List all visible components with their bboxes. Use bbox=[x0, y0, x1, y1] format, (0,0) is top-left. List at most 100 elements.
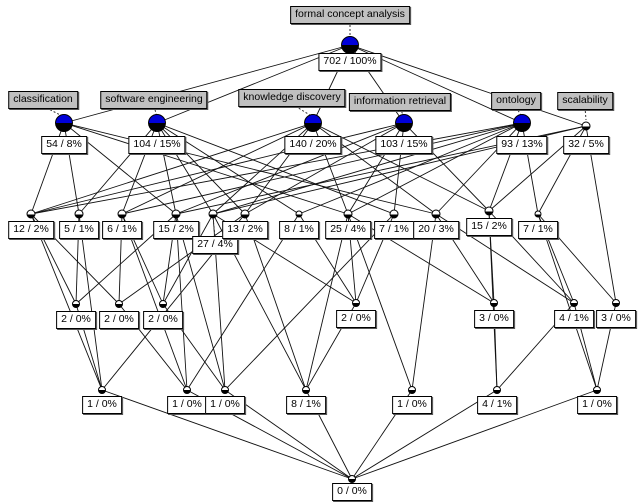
concept-node[interactable] bbox=[295, 210, 303, 218]
concept-count-label[interactable]: 7 / 1% bbox=[374, 221, 414, 239]
concept-node[interactable] bbox=[493, 386, 501, 394]
label-connector bbox=[212, 217, 216, 237]
node-extent-fill bbox=[73, 301, 79, 304]
concept-count-label[interactable]: 1 / 0% bbox=[392, 396, 432, 414]
concept-node[interactable] bbox=[304, 114, 322, 132]
concept-count-label[interactable]: 8 / 1% bbox=[279, 221, 319, 239]
node-extent-fill bbox=[296, 211, 302, 214]
concept-node[interactable] bbox=[513, 114, 531, 132]
concept-count-label[interactable]: 27 / 4% bbox=[192, 236, 238, 254]
concept-node[interactable] bbox=[183, 386, 191, 394]
concept-count-label[interactable]: 6 / 1% bbox=[102, 221, 142, 239]
concept-count-label[interactable]: 8 / 1% bbox=[286, 396, 326, 414]
concept-node[interactable] bbox=[484, 206, 494, 216]
attribute-label-scal[interactable]: scalability bbox=[557, 92, 613, 110]
concept-node[interactable] bbox=[341, 36, 359, 54]
concept-count-label[interactable]: 15 / 2% bbox=[466, 218, 512, 236]
concept-node[interactable] bbox=[240, 209, 250, 219]
concept-count-label[interactable]: 2 / 0% bbox=[99, 311, 139, 329]
lattice-edge bbox=[63, 122, 437, 215]
concept-node[interactable] bbox=[115, 300, 123, 308]
lattice-edge bbox=[162, 213, 214, 305]
attribute-label-kd[interactable]: knowledge discovery bbox=[238, 89, 346, 107]
concept-count-label[interactable]: 3 / 0% bbox=[596, 310, 636, 328]
concept-node[interactable] bbox=[534, 210, 542, 218]
concept-node[interactable] bbox=[431, 209, 441, 219]
concept-node[interactable] bbox=[593, 386, 601, 394]
concept-node[interactable] bbox=[570, 299, 578, 307]
lattice-edge bbox=[30, 122, 405, 215]
lattice-edge bbox=[411, 213, 437, 391]
concept-count-label[interactable]: 4 / 1% bbox=[554, 310, 594, 328]
node-extent-fill bbox=[160, 301, 166, 304]
concept-node[interactable] bbox=[55, 114, 73, 132]
concept-node[interactable] bbox=[348, 475, 356, 483]
concept-count-label[interactable]: 54 / 8% bbox=[41, 136, 87, 154]
concept-count-label[interactable]: 1 / 0% bbox=[577, 396, 617, 414]
concept-node[interactable] bbox=[490, 299, 498, 307]
concept-node[interactable] bbox=[395, 114, 413, 132]
concept-count-label[interactable]: 2 / 0% bbox=[56, 311, 96, 329]
concept-node[interactable] bbox=[98, 386, 106, 394]
concept-count-label[interactable]: 2 / 0% bbox=[143, 311, 183, 329]
concept-node[interactable] bbox=[171, 209, 181, 219]
concept-count-label[interactable]: 0 / 0% bbox=[332, 483, 372, 501]
concept-node[interactable] bbox=[612, 299, 620, 307]
concept-count-label[interactable]: 702 / 100% bbox=[318, 53, 382, 71]
concept-count-label[interactable]: 103 / 15% bbox=[375, 136, 433, 154]
concept-count-label[interactable]: 32 / 5% bbox=[563, 136, 609, 154]
attribute-label-fca[interactable]: formal concept analysis bbox=[290, 6, 410, 24]
concept-count-label[interactable]: 1 / 0% bbox=[167, 396, 207, 414]
concept-node[interactable] bbox=[26, 209, 36, 219]
concept-node[interactable] bbox=[117, 209, 127, 219]
lattice-edge bbox=[101, 389, 353, 480]
concept-count-label[interactable]: 25 / 4% bbox=[325, 221, 371, 239]
concept-node[interactable] bbox=[389, 209, 399, 219]
node-extent-fill bbox=[514, 115, 530, 123]
concept-count-label[interactable]: 20 / 3% bbox=[413, 221, 459, 239]
concept-count-label[interactable]: 104 / 15% bbox=[128, 136, 186, 154]
attribute-label-ir[interactable]: information retrieval bbox=[348, 93, 452, 111]
concept-node[interactable] bbox=[343, 209, 353, 219]
concept-node[interactable] bbox=[72, 300, 80, 308]
concept-node[interactable] bbox=[352, 299, 360, 307]
concept-count-label[interactable]: 93 / 13% bbox=[496, 136, 548, 154]
lattice-edge bbox=[351, 389, 498, 480]
concept-count-label[interactable]: 140 / 20% bbox=[284, 136, 342, 154]
concept-count-label[interactable]: 1 / 0% bbox=[205, 396, 245, 414]
concept-node[interactable] bbox=[208, 209, 218, 219]
lattice-edge bbox=[175, 122, 405, 215]
lattice-edge bbox=[212, 122, 523, 215]
node-extent-fill bbox=[594, 387, 600, 390]
node-extent-fill bbox=[494, 387, 500, 390]
concept-node[interactable] bbox=[221, 386, 229, 394]
node-extent-fill bbox=[613, 300, 619, 303]
concept-count-label[interactable]: 15 / 2% bbox=[153, 221, 199, 239]
concept-node[interactable] bbox=[408, 386, 416, 394]
node-extent-fill bbox=[184, 387, 190, 390]
node-extent-fill bbox=[349, 476, 355, 479]
concept-count-label[interactable]: 3 / 0% bbox=[474, 310, 514, 328]
concept-count-label[interactable]: 4 / 1% bbox=[477, 396, 517, 414]
lattice-edge bbox=[224, 213, 395, 391]
attribute-label-cls[interactable]: classification bbox=[8, 91, 78, 109]
concept-count-label[interactable]: 7 / 1% bbox=[518, 221, 558, 239]
concept-count-label[interactable]: 1 / 0% bbox=[82, 396, 122, 414]
concept-node[interactable] bbox=[148, 114, 166, 132]
attribute-label-se[interactable]: software engineering bbox=[100, 91, 208, 109]
lattice-edge bbox=[224, 389, 353, 480]
lattice-edge bbox=[78, 213, 103, 391]
concept-node[interactable] bbox=[74, 209, 84, 219]
concept-node[interactable] bbox=[302, 386, 310, 394]
node-extent-fill bbox=[571, 300, 577, 303]
concept-node[interactable] bbox=[159, 300, 167, 308]
node-extent-fill bbox=[172, 210, 180, 214]
concept-count-label[interactable]: 13 / 2% bbox=[222, 221, 268, 239]
node-extent-fill bbox=[491, 300, 497, 303]
concept-count-label[interactable]: 5 / 1% bbox=[59, 221, 99, 239]
concept-node[interactable] bbox=[581, 121, 591, 131]
attribute-label-onto[interactable]: ontology bbox=[491, 92, 541, 110]
concept-count-label[interactable]: 2 / 0% bbox=[336, 310, 376, 328]
concept-count-label[interactable]: 12 / 2% bbox=[8, 221, 54, 239]
